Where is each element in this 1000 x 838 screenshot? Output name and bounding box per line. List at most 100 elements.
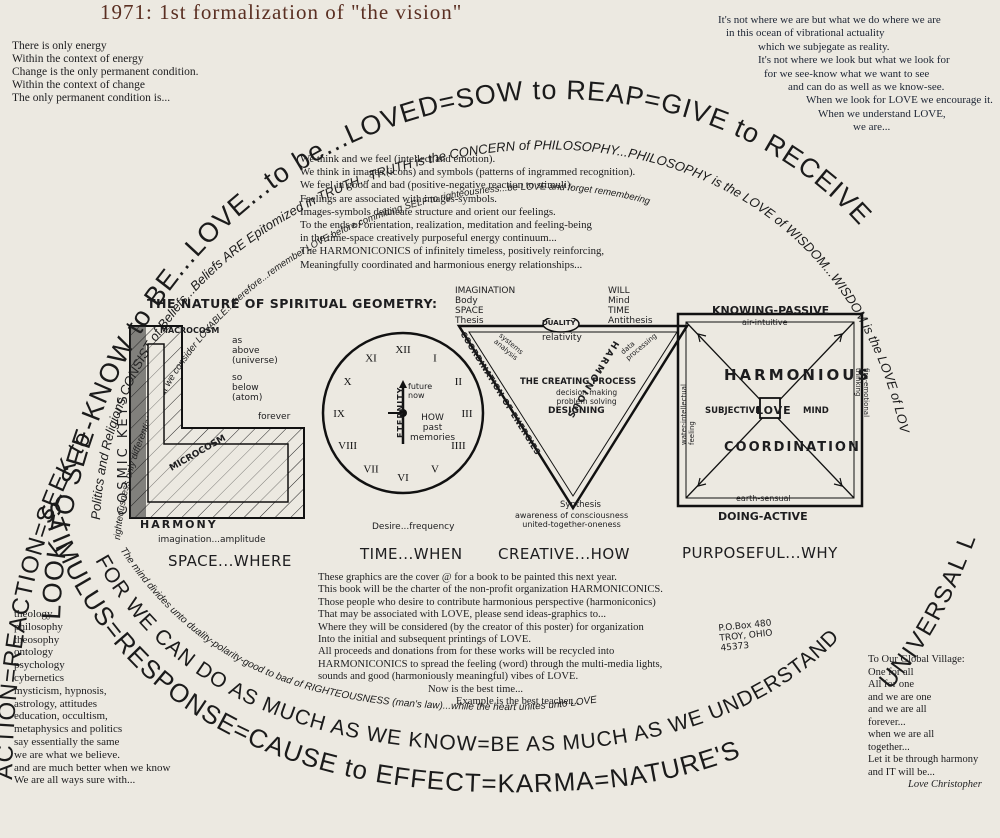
think-line: The HARMONICONICS of infinitely timeless… (300, 245, 605, 258)
graphics-line: Where they will be considered (by the cr… (318, 621, 644, 633)
village-line: To Our Global Village: (868, 654, 965, 665)
as-above-label: as above (universe) (232, 336, 278, 366)
so-below-label: so below (atom) (232, 373, 263, 403)
village-line: when we are all (868, 729, 935, 740)
energy-line: The only permanent condition is... (12, 92, 171, 104)
theology-line: metaphysics and politics (14, 723, 123, 736)
cosmic-keys-label: COSMIC KEYS (116, 393, 131, 515)
think-line: We think in images (icons) and symbols (… (300, 166, 636, 179)
nature-title: THE NATURE OF SPIRITUAL GEOMETRY: (147, 296, 438, 311)
clock-numeral: X (344, 376, 352, 388)
harmonious-label: HARMONIOUS (724, 366, 872, 384)
graphics-line: Into the initial and subsequent printing… (318, 634, 532, 646)
think-text: We think and we feel (intellect and emot… (300, 153, 635, 272)
graphics-line: All proceeds and donations from for thes… (318, 646, 615, 658)
will-antithesis-label: WILL Mind TIME Antithesis (608, 286, 653, 326)
designing-label: DESIGNING (548, 406, 605, 416)
theology-line: say essentially the same (14, 735, 120, 748)
village-line: and we are one (868, 691, 932, 703)
theology-line: philosophy (14, 620, 63, 633)
creative-caption: CREATIVE...HOW (498, 545, 631, 563)
macrocosm-label: MACROCOSM (160, 326, 220, 335)
clock-numeral: VIII (338, 440, 357, 452)
theology-line: and are much better when we know (14, 761, 171, 774)
square-graphic (676, 312, 864, 508)
awareness-label: awareness of consciousness united-togeth… (515, 511, 629, 529)
graphics-line: This book will be the charter of the non… (318, 584, 663, 596)
village-list: To Our Global Village: One for all All f… (868, 654, 982, 792)
love-label: LOVE (756, 404, 792, 417)
village-line: and we are all (868, 704, 927, 715)
eternity-label: ETERNITY (396, 386, 405, 438)
graphics-line: HARMONICONICS to spread the feeling (wor… (318, 658, 663, 670)
water-intellectual-label: water-intellectual feeling (680, 384, 696, 445)
ocean-line: When we understand LOVE, (818, 107, 946, 120)
clock-numeral: VI (397, 472, 409, 484)
ocean-line: for we see-know what we want to see (764, 67, 930, 80)
think-line: We feel in good and bad (positive-negati… (300, 179, 574, 192)
earth-sensual-label: earth-sensual (736, 494, 791, 503)
graphics-line: sounds and good (harmoniously meaningful… (318, 671, 579, 683)
theology-line: we are what we believe. (14, 748, 120, 761)
think-line: in the time-space creatively purposeful … (300, 232, 557, 245)
think-line: To the ends of orientation, realization,… (300, 219, 592, 232)
relativity-label: relativity (542, 333, 582, 343)
duality-label: DUALITY (542, 319, 576, 327)
village-line: together... (868, 741, 910, 753)
l-panel-graphic (129, 325, 305, 519)
graphics-line: These graphics are the cover @ for a boo… (318, 572, 617, 583)
village-line: and IT will be... (868, 766, 935, 778)
mind-label: MIND (803, 406, 829, 416)
poster-heading: 1971: 1st formalization of "the vision" (100, 0, 463, 24)
harmony-label: HARMONY (140, 518, 218, 531)
think-line: Feelings are associated with images-symb… (300, 192, 498, 205)
clock-numeral: II (455, 376, 463, 388)
graphics-line: Those people who desire to contribute ha… (318, 596, 656, 608)
address-label: P.O.Box 480 TROY, OHIO 45373 (718, 618, 773, 654)
theology-line: cybernetics (14, 671, 65, 684)
clock-numeral: XII (395, 344, 411, 356)
coordination-label: COORDINATION (724, 440, 861, 455)
graphics-text: These graphics are the cover @ for a boo… (318, 572, 663, 708)
graphics-line: Now is the best time... (428, 683, 524, 695)
graphics-line: That may be associated with LOVE, please… (318, 609, 607, 621)
creating-process-title: THE CREATING PROCESS (520, 377, 637, 387)
ocean-line: we are... (853, 121, 891, 134)
ocean-line: When we look for LOVE we encourage it. (806, 94, 993, 107)
clock-numeral: V (431, 463, 439, 475)
ocean-line: which we subjegate as reality. (758, 40, 890, 53)
clock-numeral: IIII (451, 440, 466, 452)
energy-line: Change is the only permanent condition. (12, 66, 199, 78)
knowing-passive-label: KNOWING-PASSIVE (712, 304, 830, 317)
triangle-graphic (456, 318, 690, 511)
energy-line: Within the context of energy (12, 53, 144, 65)
ocean-line: and can do as well as we know-see. (788, 81, 945, 94)
fire-emotional-label: fire-emotional thinking (854, 368, 870, 418)
energy-line: Within the context of change (12, 79, 146, 91)
space-caption: SPACE...WHERE (168, 552, 292, 570)
theology-line: ontology (14, 646, 54, 659)
theology-line: astrology, attitudes (14, 697, 97, 710)
ocean-line: It's not where we are but what we do whe… (718, 14, 941, 26)
theology-line: education, occultism, (14, 710, 108, 723)
clock-numeral: III (462, 408, 473, 420)
think-line: Meaningfully coordinated and harmonious … (300, 258, 583, 271)
synthesis-label: Synthesis (560, 500, 601, 510)
theology-line: theology (14, 608, 53, 620)
imagination-thesis-label: IMAGINATION Body SPACE Thesis (455, 286, 516, 326)
time-caption: TIME...WHEN (360, 545, 463, 563)
theology-line: We are all ways sure with... (14, 774, 136, 787)
theology-line: theosophy (14, 633, 60, 646)
energy-line: There is only energy (12, 40, 107, 52)
village-line: forever... (868, 716, 906, 728)
forever-label: forever (258, 412, 291, 422)
village-line: Let it be through harmony (868, 754, 979, 765)
village-line: One for all (868, 666, 914, 678)
doing-active-label: DOING-ACTIVE (718, 510, 808, 523)
clock-numeral: XI (365, 353, 377, 365)
village-line: All for one (868, 679, 915, 690)
theology-line: mysticism, hypnosis, (14, 684, 107, 697)
theology-list: theology philosophy theosophy ontology p… (14, 608, 170, 787)
signature: Love Christopher (908, 779, 982, 790)
